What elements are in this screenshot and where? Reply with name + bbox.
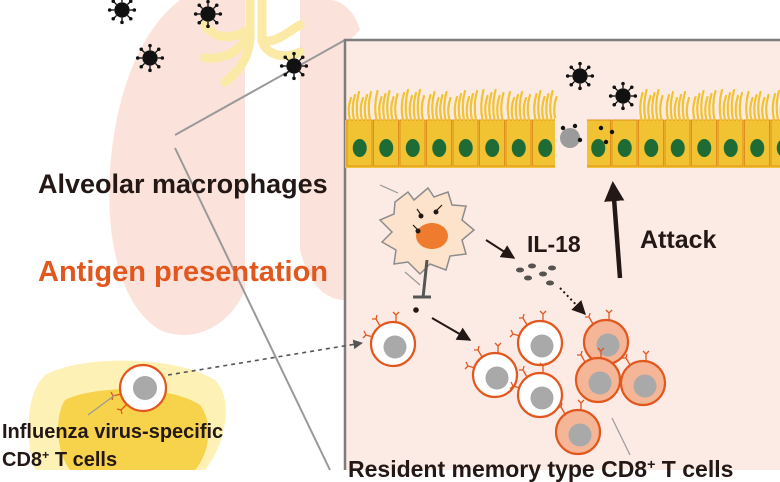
arrow-lymph-to-panel <box>167 339 363 376</box>
cd8-suffix: T cells <box>49 449 118 471</box>
macrophage-icon <box>378 186 476 276</box>
arrow-attack <box>604 180 625 279</box>
cd8-sup: + <box>42 448 50 463</box>
label-cd8-t-cells: CD8+ T cells <box>2 448 118 471</box>
diagram-canvas <box>28 0 780 470</box>
label-il18: IL-18 <box>527 231 581 257</box>
cd8-prefix: CD8 <box>2 449 43 471</box>
resident-sup: + <box>647 457 656 474</box>
epithelial-cell-icon <box>345 88 780 170</box>
arrow-to-il18 <box>485 239 516 259</box>
t-cell-icon <box>110 363 168 415</box>
arrow-il18-to-cells <box>559 287 586 316</box>
label-alveolar-macrophages: Alveolar macrophages <box>38 169 328 199</box>
arrow-to-cluster <box>431 317 472 341</box>
label-influenza-specific: Influenza virus-specific <box>2 421 224 443</box>
resident-suffix: T cells <box>655 456 734 482</box>
label-antigen-presentation: Antigen presentation <box>38 256 329 288</box>
label-attack: Attack <box>640 226 717 254</box>
il18-molecules <box>516 263 556 286</box>
antigen-presentation-stalk <box>413 259 431 313</box>
resident-prefix: Resident memory type CD8 <box>348 456 648 482</box>
